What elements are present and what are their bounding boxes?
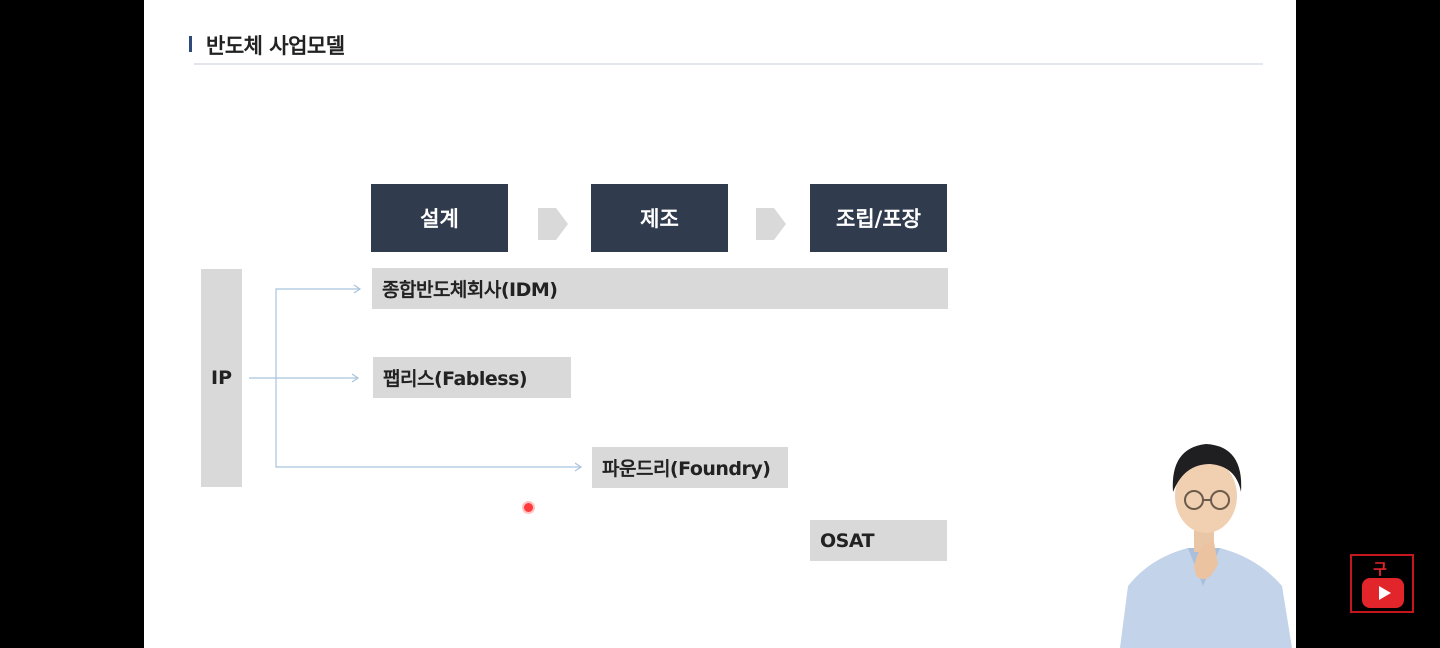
foundry-box: 파운드리(Foundry) (592, 447, 788, 488)
presenter-video (1120, 444, 1292, 648)
title-divider (194, 63, 1263, 65)
slide (144, 0, 1296, 648)
slide-title: 반도체 사업모델 (206, 34, 345, 58)
stage-design: 설계 (371, 184, 508, 252)
youtube-play-icon (1362, 578, 1404, 608)
ip-box: IP (201, 269, 242, 487)
idm-box: 종합반도체회사(IDM) (372, 268, 948, 309)
chevron-arrow-icon (538, 208, 568, 240)
fabless-box: 팹리스(Fabless) (373, 357, 571, 398)
title-accent-bar (189, 36, 192, 52)
stage-manufacturing: 제조 (591, 184, 728, 252)
stage-assembly-packaging: 조립/포장 (810, 184, 947, 252)
chevron-arrow-icon (756, 208, 786, 240)
subscribe-button[interactable]: 구독 (1350, 554, 1414, 613)
laser-pointer-dot (524, 503, 533, 512)
osat-box: OSAT (810, 520, 947, 561)
